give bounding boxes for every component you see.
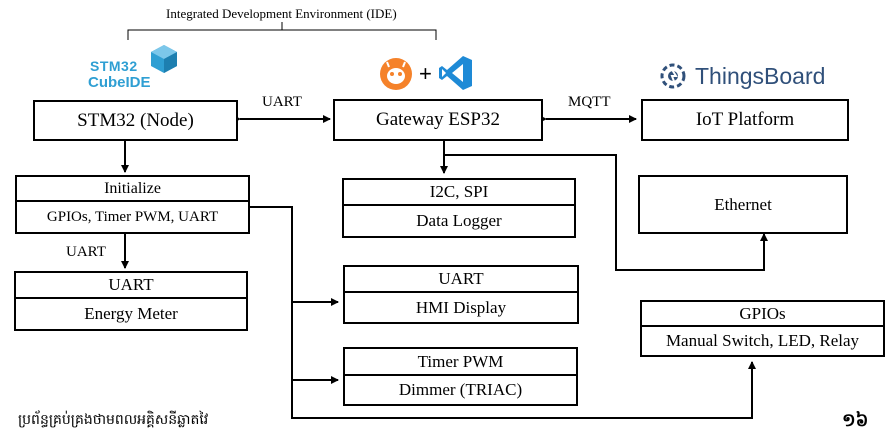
gpios-title: GPIOs	[642, 302, 883, 327]
dimmer-triac-label: Dimmer (TRIAC)	[398, 380, 523, 399]
ethernet-label: Ethernet	[714, 194, 772, 214]
uart-left-label: UART	[66, 244, 106, 260]
stm32-node-box: STM32 (Node)	[33, 100, 238, 141]
stm32-cubeide-logo: STM32 CubeIDE	[86, 44, 182, 92]
ide-label: Integrated Development Environment (IDE)	[166, 6, 397, 21]
ethernet-box: Ethernet	[638, 175, 848, 234]
initialize-box: Initialize GPIOs, Timer PWM, UART	[15, 175, 250, 234]
cube-icon	[151, 45, 177, 73]
gateway-esp32-box: Gateway ESP32	[333, 99, 543, 141]
data-logger-label: Data Logger	[416, 211, 502, 230]
initialize-title: Initialize	[17, 177, 248, 202]
stm32-node-label: STM32 (Node)	[77, 109, 194, 131]
timer-pwm-box: Timer PWM Dimmer (TRIAC)	[343, 347, 578, 406]
i2c-spi-title: I2C, SPI	[344, 180, 574, 206]
gpios-detail: Manual Switch, LED, Relay	[665, 331, 860, 350]
footer-khmer-text: ប្រព័ន្ធគ្រប់គ្រងថាមពលអគ្គិសនីឆ្លាតវៃ	[18, 412, 209, 428]
init-to-hmi-line	[250, 206, 339, 306]
gateway-label: Gateway ESP32	[375, 109, 500, 130]
energy-meter-label: Energy Meter	[84, 304, 178, 323]
initialize-detail: GPIOs, Timer PWM, UART	[46, 208, 219, 225]
i2c-spi-box: I2C, SPI Data Logger	[342, 178, 576, 238]
hmi-display-label: HMI Display	[415, 297, 507, 317]
iot-platform-label: IoT Platform	[695, 109, 795, 130]
uart-energy-title: UART	[16, 273, 246, 299]
plus-sign: +	[419, 61, 432, 86]
ide-bracket	[127, 22, 437, 40]
uart-top-label: UART	[262, 94, 302, 110]
uart-hmi-box: UART HMI Display	[343, 265, 579, 324]
vscode-icon	[439, 56, 472, 90]
thingsboard-icon	[660, 63, 686, 89]
gpios-box: GPIOs Manual Switch, LED, Relay	[640, 300, 885, 357]
page-number: ១៦	[842, 410, 869, 431]
platformio-icon	[380, 58, 412, 90]
iot-platform-box: IoT Platform	[641, 99, 849, 141]
uart-hmi-title: UART	[345, 267, 577, 293]
thingsboard-logo: ThingsBoard	[655, 60, 835, 94]
timer-pwm-title: Timer PWM	[345, 349, 576, 376]
mqtt-label: MQTT	[568, 94, 611, 110]
gw-to-ethernet-line	[444, 154, 768, 271]
init-to-gpio-line	[291, 300, 756, 419]
uart-energy-meter-box: UART Energy Meter	[14, 271, 248, 331]
